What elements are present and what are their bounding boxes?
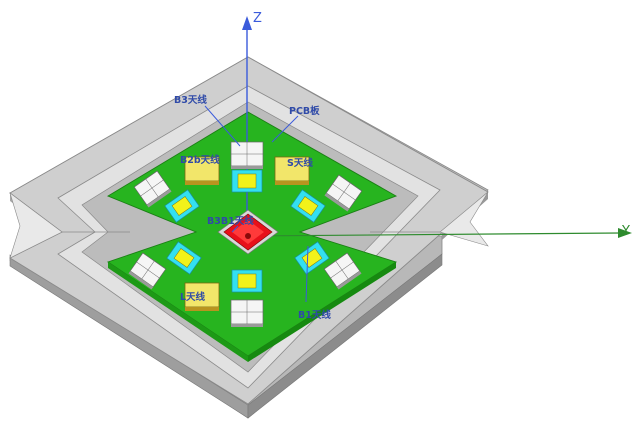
white-module-right-lower: [323, 252, 362, 290]
patch-bottom: [231, 269, 263, 293]
white-module-left-upper: [133, 170, 172, 208]
white-antenna-modules: [128, 141, 363, 327]
y-axis: Y: [246, 224, 632, 239]
label-b3b1: B3B1天线: [207, 215, 254, 227]
white-module-left-lower: [128, 252, 167, 290]
label-b1: B1天线: [298, 309, 331, 321]
y-axis-label: Y: [621, 224, 630, 239]
gold-antenna-modules: [184, 156, 310, 311]
white-module-top: [230, 141, 264, 169]
label-b3: B3天线: [174, 94, 207, 106]
label-b2b: B2b天线: [180, 154, 220, 166]
label-l: L天线: [180, 291, 206, 303]
patch-left-upper: [164, 189, 200, 223]
white-module-right-upper: [324, 174, 363, 212]
label-pcb: PCB板: [289, 105, 320, 117]
gold-module-l: [184, 282, 220, 311]
white-module-bottom: [230, 299, 264, 327]
z-axis-label: Z: [253, 11, 262, 26]
gold-module-s: [274, 156, 310, 185]
gold-module-b2b: [184, 156, 220, 185]
patch-left-lower: [166, 241, 202, 275]
center-red-antenna: [217, 209, 279, 255]
label-s: S天线: [287, 157, 313, 169]
patch-right-upper: [290, 189, 326, 223]
z-axis: Z: [242, 11, 262, 238]
leader-lines: [204, 105, 309, 303]
patch-top: [231, 169, 263, 193]
